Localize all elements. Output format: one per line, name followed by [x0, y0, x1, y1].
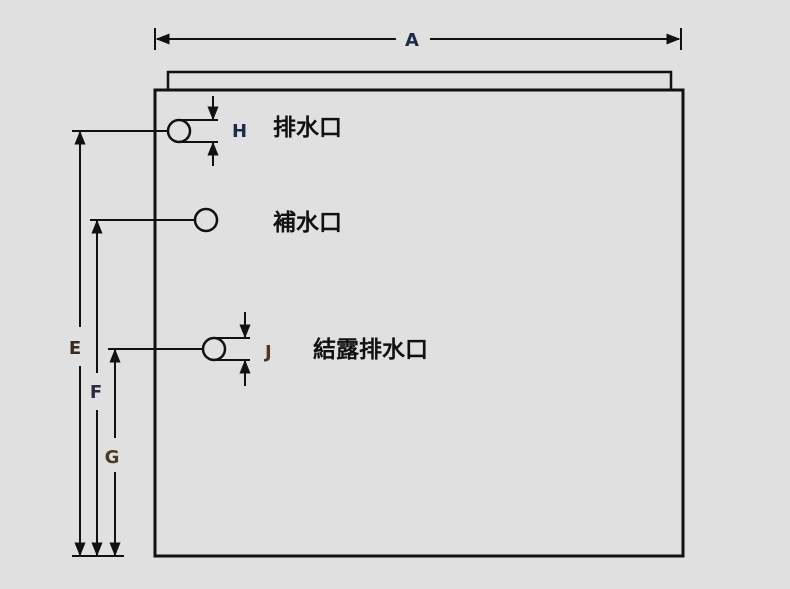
dim-label-f: F: [90, 382, 102, 403]
label-condensate-drain-port: 結露排水口: [313, 336, 428, 363]
dimension-a: [154, 28, 682, 50]
dim-label-h: H: [232, 121, 247, 142]
tank-body: [153, 88, 685, 558]
label-supply-port: 補水口: [272, 210, 342, 236]
supply-port-circle: [193, 207, 219, 233]
drain-port-circle: [166, 118, 192, 144]
condensate-port-circle: [201, 336, 227, 362]
dim-label-e: E: [69, 338, 81, 359]
vertical-dimensions: [74, 130, 121, 557]
dim-label-a: A: [405, 30, 419, 51]
tank-outline: [153, 70, 685, 558]
label-drain-port: 排水口: [273, 115, 342, 141]
drain-port: [166, 118, 218, 144]
tank-lid: [166, 70, 673, 90]
dim-label-j: J: [263, 342, 272, 363]
leader-lines: [72, 130, 203, 557]
condensate-port: [201, 336, 250, 362]
dim-label-g: G: [105, 447, 120, 468]
